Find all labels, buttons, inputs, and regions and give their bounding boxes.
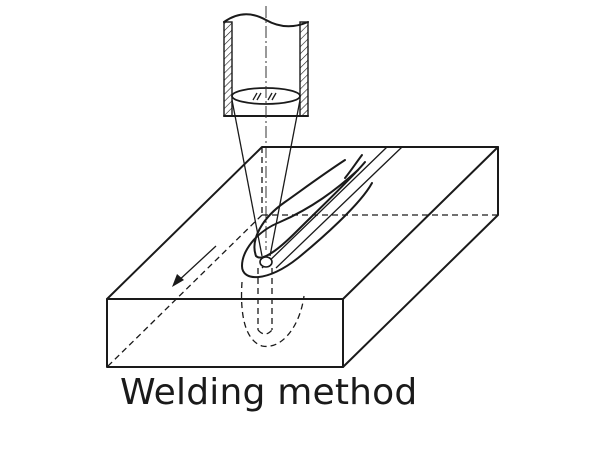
weld-pool-outer (241, 169, 373, 279)
fusion-zone-profile (240, 281, 305, 347)
weld-pool-inner (253, 159, 366, 259)
beam-right-edge (269, 99, 301, 257)
keyhole (259, 256, 273, 268)
lens-tick (271, 92, 277, 101)
beam-left-edge (231, 99, 263, 257)
laser-beam (231, 99, 301, 257)
welding-direction-arrow (172, 245, 217, 287)
weld-seam (241, 146, 403, 279)
arrow-head (172, 274, 184, 287)
keyhole-bottom (257, 329, 273, 335)
seam-line (275, 146, 403, 269)
solidified-ripple (344, 154, 363, 179)
diagram-caption: Welding method (120, 372, 418, 413)
workpiece-outline (106, 146, 499, 368)
workpiece-top-right-edge (342, 146, 499, 300)
hidden-edge (106, 214, 263, 368)
workpiece (106, 146, 499, 368)
lens-tick (267, 92, 273, 101)
keyhole-depth (240, 268, 305, 347)
lens-tick (256, 92, 262, 101)
nozzle-right-wall (299, 21, 309, 117)
lens-tick (252, 92, 258, 101)
nozzle-top-break (223, 13, 309, 28)
arrow-shaft (175, 245, 217, 284)
seam-line (261, 146, 388, 269)
nozzle-left-wall (223, 21, 233, 117)
